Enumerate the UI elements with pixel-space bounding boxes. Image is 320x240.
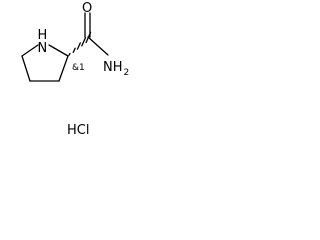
ring-nitrogen: N <box>38 41 48 56</box>
hashed-wedge-bond <box>68 31 92 56</box>
chemical-structure: H N &1 O NH 2 HCl <box>21 1 130 138</box>
amide-nh: NH <box>103 60 123 75</box>
bond-c2-c3 <box>58 55 69 82</box>
bond-c-amide-n <box>87 36 109 56</box>
bond-n-c2 <box>48 44 69 57</box>
ring-nh-hydrogen: H <box>38 28 48 43</box>
hcl-salt-label: HCl <box>67 123 89 138</box>
amide-subscript: 2 <box>124 68 130 78</box>
stereo-descriptor: &1 <box>72 63 85 73</box>
bond-c4-c5 <box>21 55 31 82</box>
bond-c5-n <box>21 44 39 57</box>
carbonyl-oxygen: O <box>82 1 92 16</box>
